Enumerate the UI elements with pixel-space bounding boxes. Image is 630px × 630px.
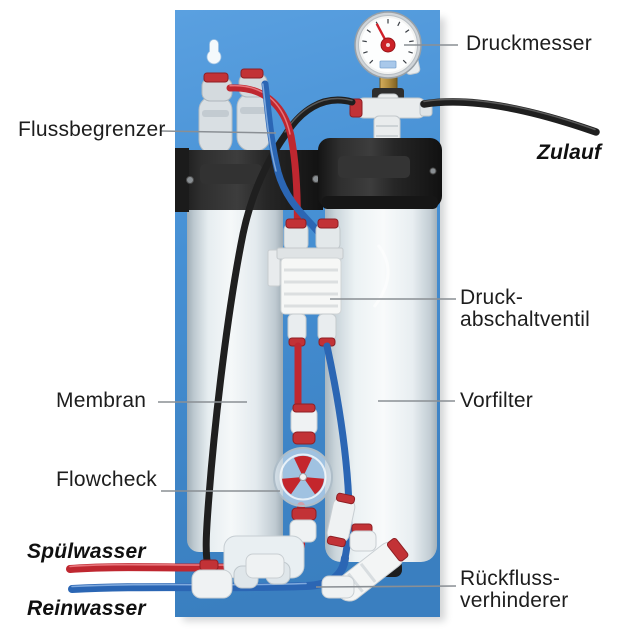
membrane-housing xyxy=(187,160,283,552)
pressure-shutoff-valve xyxy=(267,218,344,347)
prefilter-housing xyxy=(325,162,437,562)
label-rueckflussverhinderer-line1: Rückfluss- xyxy=(460,567,561,590)
label-rueckflussverhinderer: Rückfluss- verhinderer xyxy=(460,567,569,613)
leader-flussbegrenzer xyxy=(160,130,277,134)
bottom-fittings xyxy=(191,492,377,599)
label-spuelwasser: Spülwasser xyxy=(27,540,146,563)
pressure-gauge xyxy=(354,11,422,79)
label-flussbegrenzer: Flussbegrenzer xyxy=(18,118,166,141)
label-druckmesser: Druckmesser xyxy=(466,32,592,55)
label-rueckflussverhinderer-line2: verhinderer xyxy=(460,589,569,613)
prefilter-cap xyxy=(318,138,442,209)
label-druckabschaltventil-line2: abschaltventil xyxy=(460,308,591,332)
blue-tube-upper xyxy=(261,80,331,248)
label-zulauf: Zulauf xyxy=(537,141,602,164)
keyhole-slot xyxy=(206,39,222,65)
housing-emboss xyxy=(372,244,390,308)
label-druckabschaltventil: Druck- abschaltventil xyxy=(460,286,591,332)
leader-rueckflussverhinderer xyxy=(315,585,457,588)
label-flowcheck: Flowcheck xyxy=(56,468,157,491)
flowcheck-meter xyxy=(273,403,333,543)
label-membran: Membran xyxy=(56,389,147,412)
label-vorfilter: Vorfilter xyxy=(460,389,533,412)
leader-lines xyxy=(158,44,458,588)
label-reinwasser: Reinwasser xyxy=(27,597,146,620)
label-druckabschaltventil-line1: Druck- xyxy=(460,286,524,309)
